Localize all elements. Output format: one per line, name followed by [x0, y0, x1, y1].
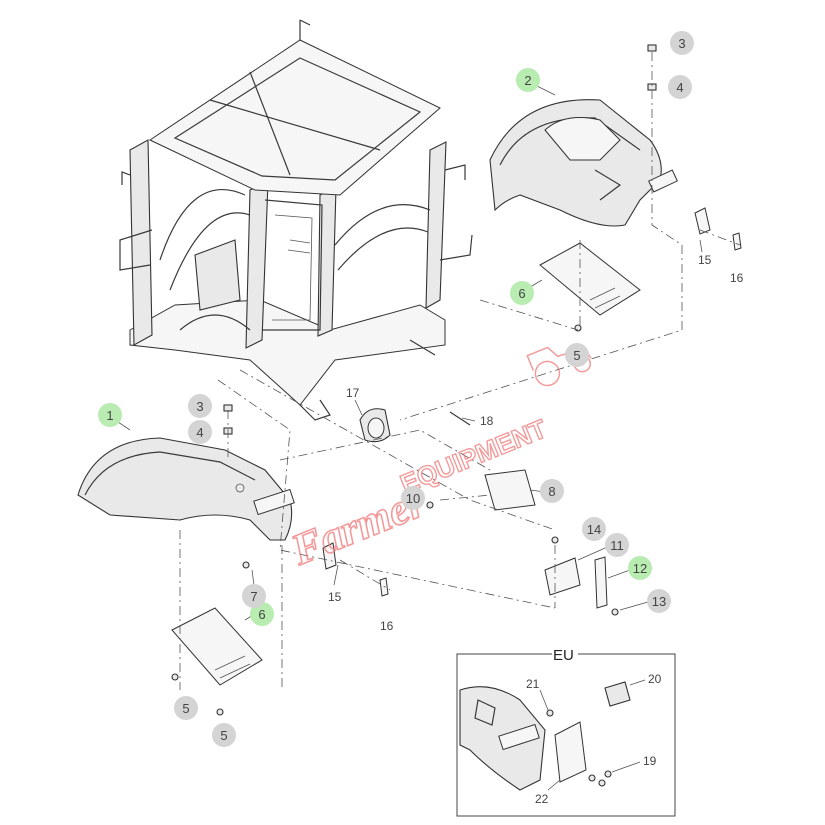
right-step-plate — [539, 242, 641, 316]
callout-8: 8 — [540, 479, 564, 503]
right-fender — [489, 99, 678, 227]
label-16-left: 16 — [380, 619, 394, 633]
callout-11-number: 11 — [610, 538, 624, 553]
label-19: 19 — [643, 754, 657, 768]
bracket-16-left — [379, 577, 389, 597]
callout-5-left-a-number: 5 — [182, 701, 189, 716]
callout-5-left-a: 5 — [174, 696, 198, 720]
callout-6-right-number: 6 — [518, 286, 525, 301]
callout-3-left: 3 — [188, 394, 212, 418]
callout-4-top: 4 — [668, 75, 692, 99]
cab-frame — [119, 19, 473, 421]
callout-12: 12 — [628, 556, 652, 580]
callout-8-number: 8 — [548, 484, 555, 499]
callout-1: 1 — [98, 403, 122, 427]
callout-10: 10 — [401, 486, 425, 510]
left-fender — [77, 437, 295, 541]
callout-13-number: 13 — [652, 594, 666, 609]
callout-6-left: 6 — [250, 602, 274, 626]
callout-3-top-number: 3 — [678, 36, 685, 51]
callout-5-left-b-number: 5 — [220, 728, 227, 743]
callout-5-right: 5 — [565, 343, 589, 367]
label-20: 20 — [648, 672, 662, 686]
work-lamp — [359, 408, 391, 443]
label-18: 18 — [480, 414, 494, 428]
eu-inset-label: EU — [553, 647, 574, 664]
callout-10-number: 10 — [406, 491, 420, 506]
lamp-bracket — [544, 556, 608, 609]
callout-4-top-number: 4 — [676, 80, 683, 95]
callout-1-number: 1 — [106, 408, 113, 423]
callout-14-number: 14 — [587, 522, 601, 537]
leader-lines — [111, 84, 703, 621]
callout-7-number: 7 — [250, 589, 257, 604]
callout-13: 13 — [647, 589, 671, 613]
callout-14: 14 — [582, 517, 606, 541]
label-15-left: 15 — [328, 590, 342, 604]
left-step-plate — [171, 607, 263, 686]
bracket-16-right — [732, 232, 742, 251]
eu-inset: EU — [456, 644, 676, 817]
assembly-lines — [179, 52, 741, 690]
callout-2-number: 2 — [524, 73, 531, 88]
callout-12-number: 12 — [633, 561, 647, 576]
callout-7: 7 — [242, 584, 266, 608]
callout-3-left-number: 3 — [196, 399, 203, 414]
callout-3-top: 3 — [670, 31, 694, 55]
bracket-15-left — [322, 542, 337, 570]
callout-11: 11 — [605, 533, 629, 557]
callout-5-left-b: 5 — [212, 723, 236, 747]
callout-6-left-number: 6 — [258, 607, 265, 622]
bracket-15-right — [694, 207, 711, 235]
label-22: 22 — [535, 792, 549, 806]
callout-4-left-number: 4 — [196, 425, 203, 440]
callout-5-right-number: 5 — [573, 348, 580, 363]
callout-6-right: 6 — [510, 281, 534, 305]
label-16-right: 16 — [730, 271, 744, 285]
reflector — [484, 469, 536, 511]
callout-4-left: 4 — [188, 420, 212, 444]
callout-2: 2 — [516, 68, 540, 92]
label-17: 17 — [346, 386, 360, 400]
label-21: 21 — [526, 677, 540, 691]
label-15-right: 15 — [698, 253, 712, 267]
